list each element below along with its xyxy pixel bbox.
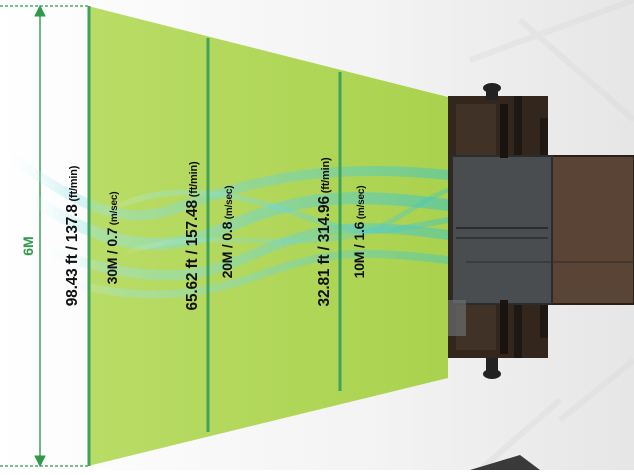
zone-10m-speed-label: 10M / 1.6 (m/sec) [351,186,369,279]
zone-30m-distance-unit: (ft/min) [68,166,80,205]
zone-20m-speed-label: 20M / 0.8 (m/sec) [219,186,237,279]
zone-30m-distance-value: 98.43 ft / 137.8 [64,204,81,306]
zone-10m-distance-value: 32.81 ft / 314.96 [316,196,333,306]
zone-30m-distance-label: 98.43 ft / 137.8 (ft/min) [64,166,82,306]
zone-30m-speed-value: 30M / 0.7 [104,228,120,285]
zone-20m-speed-value: 20M / 0.8 [219,222,235,279]
zone-10m-distance-unit: (ft/min) [320,158,332,197]
zone-20m-distance-value: 65.62 ft / 157.48 [184,200,201,310]
zone-20m-speed-unit: (m/sec) [224,186,235,222]
height-label: 6M [20,236,36,255]
zone-20m-distance-label: 65.62 ft / 157.48 (ft/min) [184,162,202,311]
zone-10m-speed-value: 10M / 1.6 [351,222,367,279]
zone-20m-distance-unit: (ft/min) [188,162,200,201]
zone-30m-speed-unit: (m/sec) [109,192,120,228]
zone-30m-speed-label: 30M / 0.7 (m/sec) [104,192,122,285]
zone-10m-distance-label: 32.81 ft / 314.96 (ft/min) [316,158,334,307]
zone-10m-speed-unit: (m/sec) [356,186,367,222]
